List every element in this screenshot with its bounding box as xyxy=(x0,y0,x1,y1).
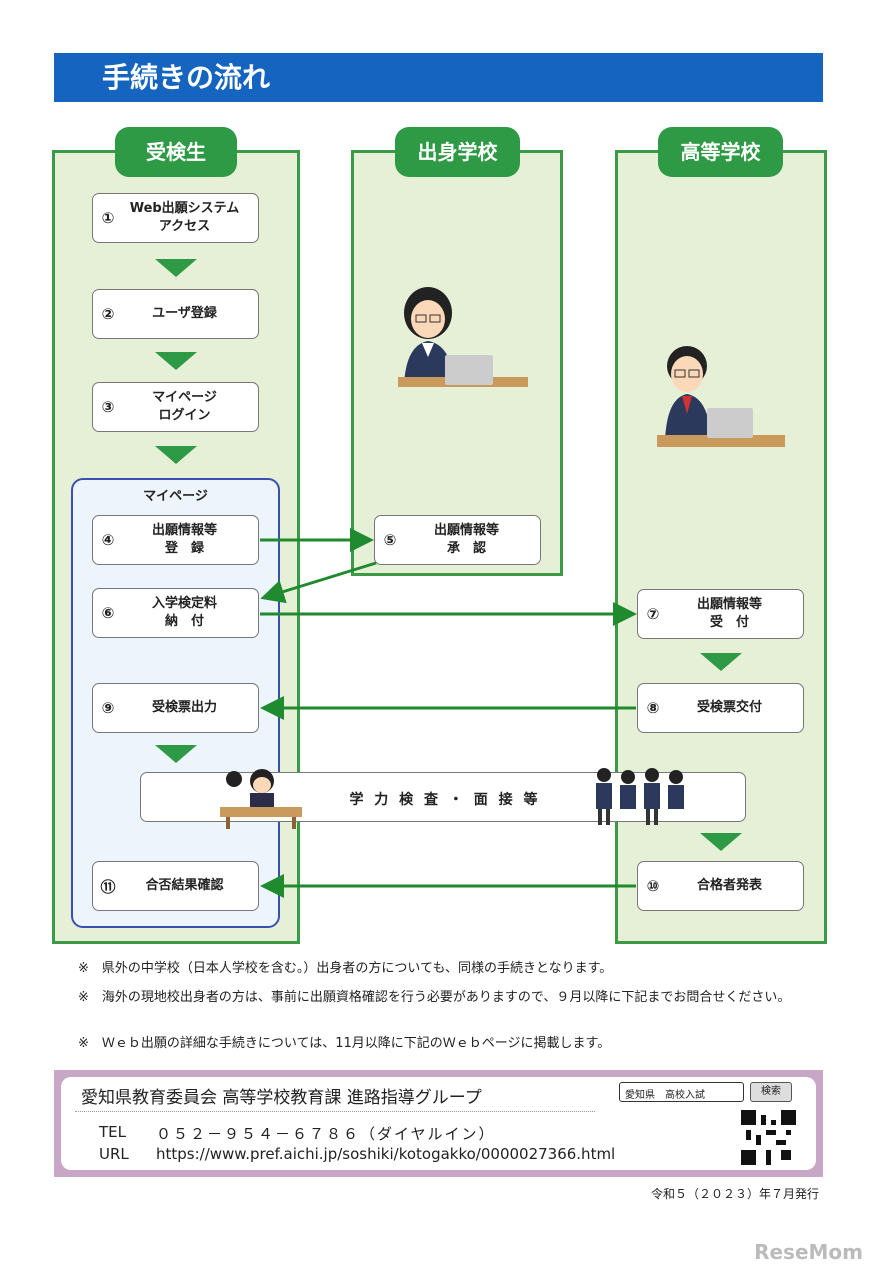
page-title: 手続きの流れ xyxy=(54,53,823,102)
flow-arrow-down-icon xyxy=(155,745,197,763)
note-2: ※ 海外の現地校出身者の方は、事前に出願資格確認を行う必要がありますので、９月以… xyxy=(78,990,791,1005)
flow-arrow-down-icon xyxy=(155,259,197,277)
students-interview-illustration xyxy=(596,768,684,825)
url-link[interactable]: https://www.pref.aichi.jp/soshiki/kotoga… xyxy=(156,1145,616,1163)
search-button[interactable]: 検索 xyxy=(750,1082,792,1102)
issue-date: 令和５（２０２３）年７月発行 xyxy=(650,1187,819,1201)
contact-organization: 愛知県教育委員会 高等学校教育課 進路指導グループ xyxy=(81,1088,482,1108)
column-high-school xyxy=(615,150,827,944)
mypage-label: マイページ xyxy=(143,489,208,504)
flow-arrow-down-icon xyxy=(700,653,742,671)
students-exam-illustration xyxy=(220,769,302,829)
resemom-watermark: ReseMom xyxy=(754,1240,863,1264)
column-label-student: 受検生 xyxy=(115,127,237,177)
note-3: ※ Ｗｅｂ出願の詳細な手続きについては、11月以降に下記のＷｅｂページに掲載しま… xyxy=(78,1036,611,1051)
teacher-woman-illustration xyxy=(398,287,528,387)
qr-code-icon xyxy=(741,1110,796,1165)
contact-box: 愛知県教育委員会 高等学校教育課 進路指導グループ TEL ０５２－９５４－６７… xyxy=(54,1070,823,1177)
tel-number: ０５２－９５４－６７８６（ダイヤルイン） xyxy=(156,1125,496,1143)
flow-arrow-down-icon xyxy=(700,833,742,851)
url-label: URL xyxy=(99,1145,129,1163)
note-1: ※ 県外の中学校（日本人学校を含む。）出身者の方についても、同様の手続きとなりま… xyxy=(78,961,613,976)
teacher-man-illustration xyxy=(657,346,785,447)
column-label-high-school: 高等学校 xyxy=(658,127,783,177)
search-query-box[interactable]: 愛知県 高校入試 xyxy=(619,1082,744,1102)
divider xyxy=(75,1111,595,1112)
exam-interview-label: 学 力 検 査 ・ 面 接 等 xyxy=(349,792,541,808)
column-label-middle-school: 出身学校 xyxy=(395,127,520,177)
flow-arrow-down-icon xyxy=(155,446,197,464)
tel-label: TEL xyxy=(99,1123,126,1141)
flow-arrow-down-icon xyxy=(155,352,197,370)
